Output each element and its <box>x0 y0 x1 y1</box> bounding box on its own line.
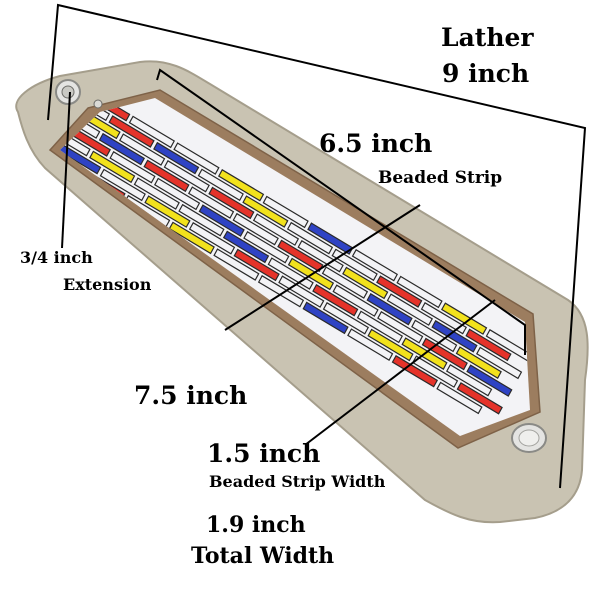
bead-segment <box>277 239 324 273</box>
bead-segment <box>208 186 255 220</box>
bead-segment <box>213 248 260 281</box>
bead-segment <box>99 168 146 202</box>
bead-segment <box>456 382 503 415</box>
snap-right <box>511 423 547 453</box>
bead-segment <box>144 195 191 228</box>
strip-caption-label: Beaded Strip <box>378 168 503 188</box>
extension-line <box>61 91 71 249</box>
bead-segment <box>198 204 245 237</box>
bead-segment <box>217 168 265 202</box>
snap-left <box>55 79 103 109</box>
bead-segment <box>436 381 483 415</box>
bead-segment <box>109 150 156 184</box>
bead-segment <box>233 248 280 282</box>
bead-segment <box>252 213 300 246</box>
bead-segment <box>465 328 512 362</box>
bead-segment <box>420 301 468 335</box>
total-width-label: 1.9 inch <box>206 512 306 538</box>
bead-segment <box>278 275 325 308</box>
bead-segment <box>367 328 414 362</box>
bead-segment <box>475 346 523 380</box>
bead-segment <box>187 186 235 219</box>
bead-segment <box>455 346 502 379</box>
bead-segment <box>168 221 215 255</box>
bead-segment <box>297 239 344 273</box>
bead-segment <box>173 142 220 175</box>
leather-length-line <box>47 3 587 489</box>
bead-segment <box>118 133 166 166</box>
bead-segment <box>322 301 370 335</box>
extension-size-label: 3/4 inch <box>20 248 93 267</box>
bead-segment <box>262 195 309 229</box>
measurement-lines <box>47 3 587 489</box>
bead-segment <box>153 177 201 211</box>
strip-width-label: 1.5 inch <box>207 439 321 468</box>
bead-segment <box>128 115 176 149</box>
bead-segment <box>376 275 423 308</box>
bead-segment <box>411 319 458 353</box>
strip-length-label: 6.5 inch <box>319 129 433 158</box>
bead-segment <box>342 266 389 300</box>
bead-segment <box>356 310 404 344</box>
bead-segment <box>257 274 305 308</box>
bead-segment <box>302 301 349 335</box>
bead-segment <box>188 221 236 255</box>
bead-segment <box>163 159 210 193</box>
bead-segment <box>222 230 270 264</box>
bead-segment <box>286 221 334 255</box>
bead-segment <box>89 150 136 184</box>
bead-segment <box>332 284 379 317</box>
bead-segment <box>153 141 200 175</box>
bead-segment <box>445 363 493 397</box>
bead-segment <box>391 354 439 388</box>
bead-segment <box>143 159 190 193</box>
strip-length-line <box>156 68 526 355</box>
bead-segment <box>431 319 478 353</box>
bead-segment <box>307 222 354 255</box>
extension-caption-label: Extension <box>63 275 152 294</box>
bead-segment <box>347 328 394 361</box>
bead-segment <box>197 168 244 202</box>
bead-segment <box>466 364 513 397</box>
bead-segment <box>366 292 413 326</box>
bead-segment <box>232 212 279 246</box>
leather-title-label: Lather <box>441 23 534 52</box>
bead-segment <box>440 302 488 335</box>
bead-segment <box>243 230 290 264</box>
bead-segment <box>331 248 378 282</box>
bead-segment <box>396 275 443 309</box>
bead-segment <box>178 203 225 237</box>
bead-segment <box>411 355 459 388</box>
strip-width-line <box>304 299 496 446</box>
strip-width-caption-label: Beaded Strip Width <box>209 472 386 491</box>
leather-length-label: 9 inch <box>442 59 530 88</box>
total-length-label: 7.5 inch <box>134 381 248 410</box>
bead-segment <box>242 195 289 228</box>
total-length-line <box>224 204 421 331</box>
bead-segment <box>98 132 146 166</box>
bead-segment <box>312 283 359 317</box>
bead-segment <box>108 115 155 148</box>
total-width-caption-label: Total Width <box>191 543 335 569</box>
bead-segment <box>321 266 369 299</box>
bead-segment <box>377 310 424 344</box>
bead-segment <box>386 293 434 326</box>
bead-segment <box>133 177 180 210</box>
bead-segment <box>351 248 399 282</box>
